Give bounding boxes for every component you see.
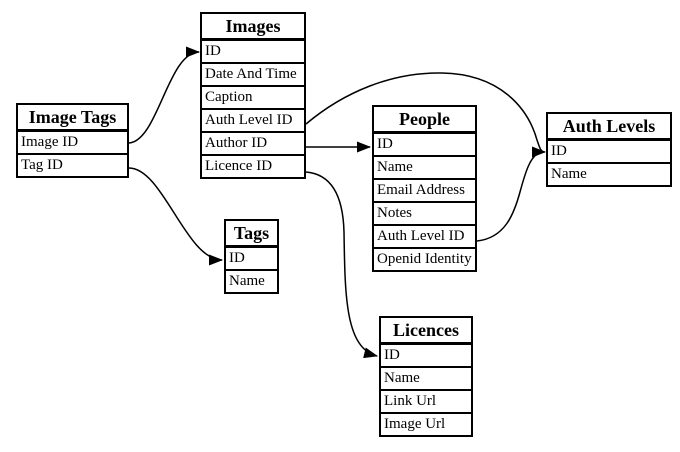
table-licences-title: Licences (381, 318, 471, 345)
field-images-id: ID (205, 43, 221, 59)
field-images-date-and-time: Date And Time (202, 62, 304, 85)
table-image-tags: Image Tags Image ID Tag ID (16, 103, 129, 178)
table-images-title: Images (202, 14, 304, 41)
field-licences-id: ID (384, 347, 400, 363)
field-people-auth-level-id: Auth Level ID (374, 224, 475, 247)
field-people-notes: Notes (374, 201, 475, 224)
table-licences: Licences ID Name Link Url Image Url (379, 316, 473, 437)
field-images-caption: Caption (202, 85, 304, 108)
field-licences-image-url: Image Url (381, 412, 471, 435)
table-tags-title: Tags (226, 221, 277, 248)
table-image-tags-title: Image Tags (18, 105, 127, 132)
field-auth-levels-id: ID (551, 143, 567, 159)
arrow-people-auth-level-id-to-auth-levels-id (476, 153, 538, 242)
table-people: People ID Name Email Address Notes Auth … (372, 105, 477, 272)
table-people-title: People (374, 107, 475, 134)
arrow-images-licence-id-to-licences-id (305, 171, 378, 359)
field-images-licence-id: Licence ID (202, 154, 304, 177)
field-tags-id: ID (229, 250, 245, 266)
field-licences-link-url: Link Url (381, 389, 471, 412)
table-auth-levels: Auth Levels ID Name (546, 112, 672, 187)
table-tags: Tags ID Name (224, 219, 279, 294)
field-images-auth-level-id: Auth Level ID (202, 108, 304, 131)
table-auth-levels-title: Auth Levels (548, 114, 670, 141)
field-people-name: Name (374, 155, 475, 178)
field-licences-name: Name (381, 366, 471, 389)
field-tags-name: Name (226, 269, 277, 292)
arrow-image-tags-image-id-to-images-id (128, 46, 200, 144)
table-images: Images ID Date And Time Caption Auth Lev… (200, 12, 306, 179)
field-people-openid-identity: Openid Identity (374, 247, 475, 270)
arrow-image-tags-tag-id-to-tags-id (128, 167, 223, 266)
field-image-tags-tag-id: Tag ID (18, 153, 127, 176)
field-auth-levels-name: Name (548, 162, 670, 185)
field-images-author-id: Author ID (202, 131, 304, 154)
field-image-tags-image-id: Image ID (21, 134, 79, 150)
field-people-id: ID (377, 136, 393, 152)
field-people-email-address: Email Address (374, 178, 475, 201)
